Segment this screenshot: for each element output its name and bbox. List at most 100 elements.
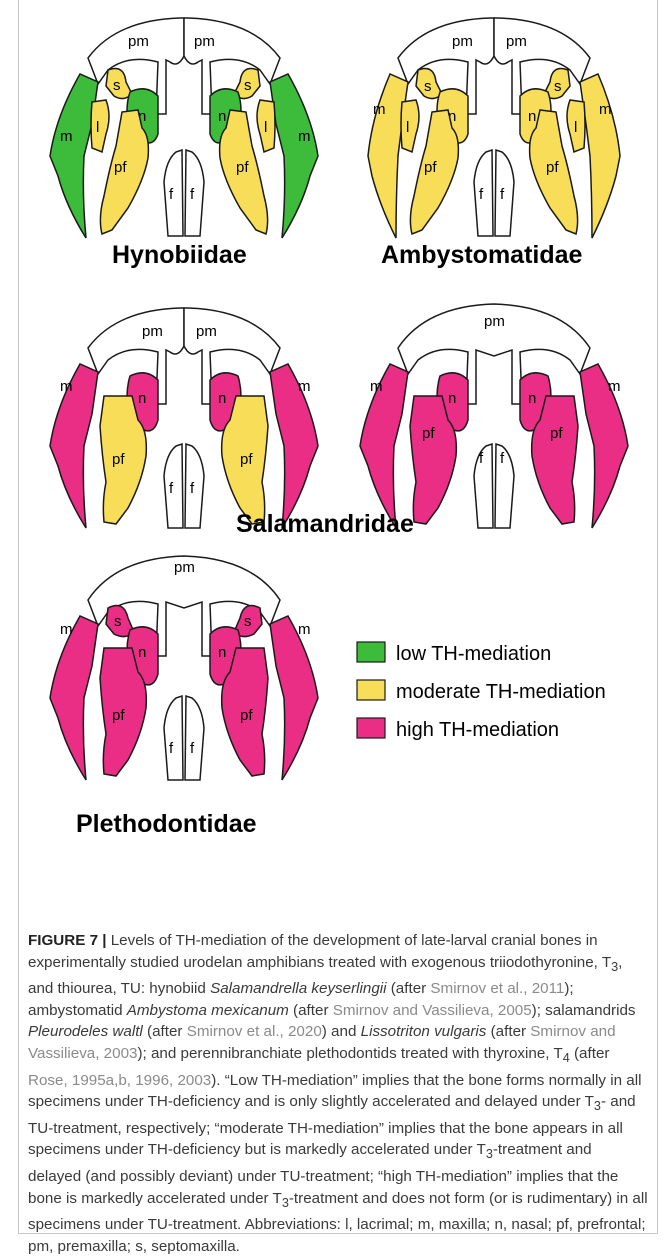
family-name-plethodontidae: Plethodontidae [76,810,257,838]
label-s-right: s [244,77,252,94]
maxilla-right [580,74,620,238]
label-s-left: s [114,613,122,630]
figure-panel: pm pm m m s s l l n n pf pf f f Hynobiid… [0,0,672,920]
diagram-ambystomatidae: pm pm m m s s l l n n pf pf f f [368,18,620,238]
label-pm-right: pm [506,33,527,50]
caption-text: ) and [322,1023,361,1040]
label-m-left: m [60,378,73,395]
species-name: Salamandrella keyserlingii [210,980,386,997]
legend-label-low: low TH-mediation [396,643,551,665]
caption-text: (after [143,1023,187,1040]
frontal-left [164,696,183,780]
label-m-right: m [599,101,612,118]
legend: low TH-mediation moderate TH-mediation h… [357,642,606,741]
label-pf-left: pf [112,451,125,468]
label-s-left: s [424,78,432,95]
label-pm: pm [174,559,195,576]
legend-swatch-moderate [357,680,385,700]
label-m-right: m [608,378,621,395]
label-pm-left: pm [128,33,149,50]
species-name: Ambystoma mexicanum [127,1002,289,1019]
label-l-left: l [96,119,99,136]
frontal-right [495,444,514,528]
label-m-left: m [60,128,73,145]
citation-link[interactable]: Smirnov and Vassilieva, 2005 [333,1002,532,1019]
caption-text: ); salamandrids [532,1002,636,1019]
subscript: 4 [563,1051,570,1065]
label-pm-right: pm [196,323,217,340]
label-m-right: m [298,621,311,638]
label-pm-right: pm [194,33,215,50]
label-m-left: m [60,621,73,638]
subscript: 3 [282,1196,289,1210]
maxilla-left [50,364,98,528]
label-n-left: n [448,390,456,407]
label-s-right: s [554,78,562,95]
label-pf-right: pf [550,425,563,442]
label-m-left: m [370,378,383,395]
frontal-left [474,444,493,528]
label-n-left: n [138,644,146,661]
label-pf-left: pf [112,707,125,724]
legend-label-moderate: moderate TH-mediation [396,681,606,703]
label-n-right: n [218,390,226,407]
family-name-hynobiidae: Hynobiidae [112,241,247,269]
subscript: 3 [486,1147,493,1161]
species-name: Lissotriton vulgaris [361,1023,487,1040]
caption-text: (after [289,1002,333,1019]
citation-link[interactable]: Smirnov et al., 2020 [187,1023,322,1040]
diagram-plethodontidae: pm m m s s n n pf pf f f [50,556,318,780]
label-pf-right: pf [240,451,253,468]
maxilla-right [580,364,628,528]
citation-link[interactable]: Rose, 1995a,b, 1996, 2003 [28,1072,211,1089]
label-n-right: n [218,108,226,125]
lacrimal-left [91,100,109,152]
frontal-left [164,150,183,236]
label-n-right: n [218,644,226,661]
legend-swatch-high [357,718,385,738]
maxilla-right [270,74,318,238]
frontal-right [185,696,204,780]
maxilla-left [360,364,408,528]
label-m-left: m [373,101,386,118]
frontal-right [185,150,204,236]
figure-caption: FIGURE 7 | Levels of TH-mediation of the… [28,930,648,1257]
maxilla-left [50,74,98,238]
legend-label-high: high TH-mediation [396,719,559,741]
label-pf-right: pf [240,707,253,724]
label-pf-left: pf [424,159,437,176]
label-n-right: n [528,390,536,407]
family-name-ambystomatidae: Ambystomatidae [381,241,583,269]
label-l-left: l [406,119,409,136]
caption-text: (after [387,980,431,997]
frontal-right [495,150,514,236]
maxilla-right [270,364,318,528]
lacrimal-left [401,100,419,152]
diagram-salamandridae-1: pm pm m m n n pf pf f f [50,308,318,528]
figure-label: FIGURE 7 | [28,932,107,949]
maxilla-right [270,616,318,780]
label-l-right: l [574,119,577,136]
caption-text: (after [486,1023,530,1040]
diagram-hynobiidae: pm pm m m s s l l n n pf pf f f [50,18,318,238]
frontal-left [474,150,493,236]
label-pm-left: pm [452,33,473,50]
caption-text: Levels of TH-mediation of the developmen… [28,932,611,971]
caption-text: ); and perennibranchiate plethodontids t… [137,1045,562,1062]
label-m-right: m [298,128,311,145]
label-s-right: s [244,613,252,630]
legend-swatch-low [357,642,385,662]
diagram-salamandridae-2: pm m m n n pf pf f f [360,304,628,528]
label-pf-left: pf [114,159,127,176]
label-pf-right: pf [546,159,559,176]
label-s-left: s [113,77,121,94]
maxilla-left [368,74,408,238]
subscript: 3 [594,1099,601,1113]
species-name: Pleurodeles waltl [28,1023,143,1040]
citation-link[interactable]: Smirnov et al., 2011 [430,980,564,997]
label-pm-left: pm [142,323,163,340]
label-pf-left: pf [422,425,435,442]
family-name-salamandridae: Salamandridae [236,510,414,538]
maxilla-left [50,616,98,780]
label-pf-right: pf [236,159,249,176]
